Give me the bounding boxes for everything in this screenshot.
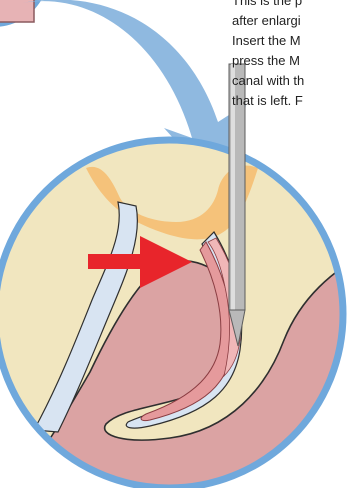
instruction-line: that is left. F bbox=[232, 91, 303, 111]
previous-step-magnifier bbox=[0, 0, 46, 24]
instruction-line: after enlargi bbox=[232, 11, 301, 31]
zoom-view bbox=[0, 132, 356, 488]
instruction-line: press the M bbox=[232, 51, 300, 71]
instruction-line: Insert the M bbox=[232, 31, 301, 51]
instruction-line: canal with th bbox=[232, 71, 304, 91]
instruction-line: This is the p bbox=[232, 0, 302, 11]
